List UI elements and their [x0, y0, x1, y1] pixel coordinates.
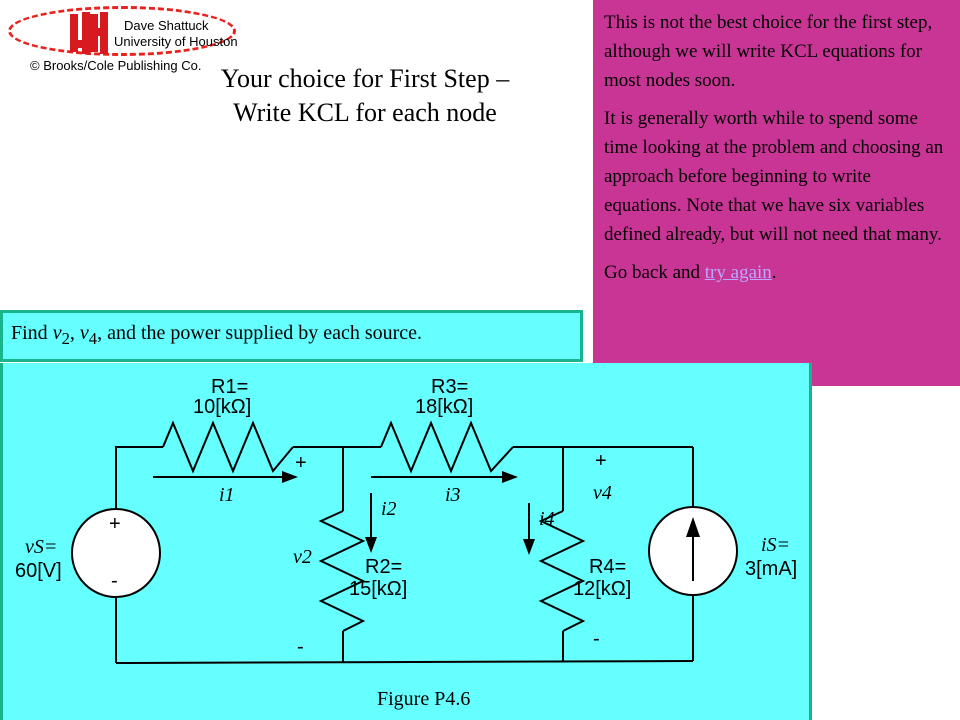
- r1-name-label: R1=: [211, 376, 248, 398]
- is-value-label: 3[mA]: [745, 558, 797, 580]
- vs-plus-sign: +: [109, 513, 121, 535]
- problem-v4-sub: 4: [88, 329, 98, 348]
- resistor-r1-zigzag: [162, 420, 294, 474]
- r2-value-label: 15[kΩ]: [349, 578, 407, 600]
- is-name-label: iS=: [761, 534, 790, 556]
- logo-ellipse: [8, 6, 236, 56]
- problem-v4: v: [79, 322, 89, 344]
- arrowheads: [282, 471, 700, 555]
- resistor-r2-zigzag: [318, 510, 366, 632]
- wire-bottom: [115, 660, 694, 664]
- logo-university: University of Houston: [114, 34, 238, 49]
- v4-minus-sign: -: [593, 628, 600, 650]
- problem-v2: v: [52, 322, 62, 344]
- vs-minus-sign: -: [111, 570, 118, 592]
- i2-arrowhead: [365, 537, 377, 553]
- r1-value-label: 10[kΩ]: [193, 396, 251, 418]
- r3-name-label: R3=: [431, 376, 468, 398]
- v4-plus-sign: +: [595, 450, 607, 472]
- resistor-r4-zigzag: [538, 510, 586, 632]
- feedback-paragraph-3: Go back and try again.: [604, 258, 950, 287]
- v2-plus-sign: +: [295, 452, 307, 474]
- problem-rest: , and the power supplied by each source.: [97, 322, 423, 344]
- feedback-suffix: .: [771, 262, 777, 283]
- uh-logo: Dave Shattuck University of Houston © Br…: [6, 4, 242, 76]
- v4-label: v4: [593, 482, 612, 504]
- r2-name-label: R2=: [365, 556, 402, 578]
- title-line-2: Write KCL for each node: [233, 98, 497, 127]
- feedback-paragraph-1: This is not the best choice for the firs…: [604, 12, 933, 91]
- vs-value-label: 60[V]: [15, 560, 62, 582]
- feedback-paragraph-2: It is generally worth while to spend som…: [604, 108, 944, 245]
- circuit-figure: R1= 10[kΩ] R3= 18[kΩ] R2= 15[kΩ] R4= 12[…: [0, 363, 812, 720]
- slide-title: Your choice for First Step – Write KCL f…: [160, 62, 570, 130]
- r4-value-label: 12[kΩ]: [573, 578, 631, 600]
- try-again-link[interactable]: try again: [704, 262, 772, 283]
- i3-arrowhead: [502, 471, 518, 483]
- r3-value-label: 18[kΩ]: [415, 396, 473, 418]
- i1-label: i1: [219, 484, 235, 506]
- i3-label: i3: [445, 484, 461, 506]
- uh-monogram-icon: [70, 12, 108, 54]
- i4-arrowhead: [523, 539, 535, 555]
- figure-caption: Figure P4.6: [377, 688, 470, 710]
- problem-v2-sub: 2: [61, 329, 70, 348]
- title-line-1: Your choice for First Step –: [220, 64, 510, 93]
- current-source-arrowhead: [686, 517, 700, 537]
- resistor-r3-zigzag: [380, 420, 514, 474]
- v2-label: v2: [293, 546, 312, 568]
- r4-name-label: R4=: [589, 556, 626, 578]
- logo-author: Dave Shattuck: [124, 18, 209, 33]
- i1-arrowhead: [282, 471, 298, 483]
- feedback-popup: This is not the best choice for the firs…: [593, 0, 960, 386]
- problem-sep: ,: [69, 322, 80, 344]
- vs-name-label: vS=: [25, 536, 57, 558]
- feedback-prefix: Go back and: [604, 262, 705, 283]
- i2-label: i2: [381, 498, 397, 520]
- i4-label: i4: [539, 508, 555, 530]
- logo-copyright: © Brooks/Cole Publishing Co.: [30, 58, 202, 73]
- problem-statement: Find v2, v4, and the power supplied by e…: [0, 310, 583, 362]
- voltage-source-vs: [71, 508, 161, 598]
- problem-find: Find: [11, 322, 53, 344]
- circuit-diagram: R1= 10[kΩ] R3= 18[kΩ] R2= 15[kΩ] R4= 12[…: [15, 376, 797, 710]
- v2-minus-sign: -: [297, 636, 304, 658]
